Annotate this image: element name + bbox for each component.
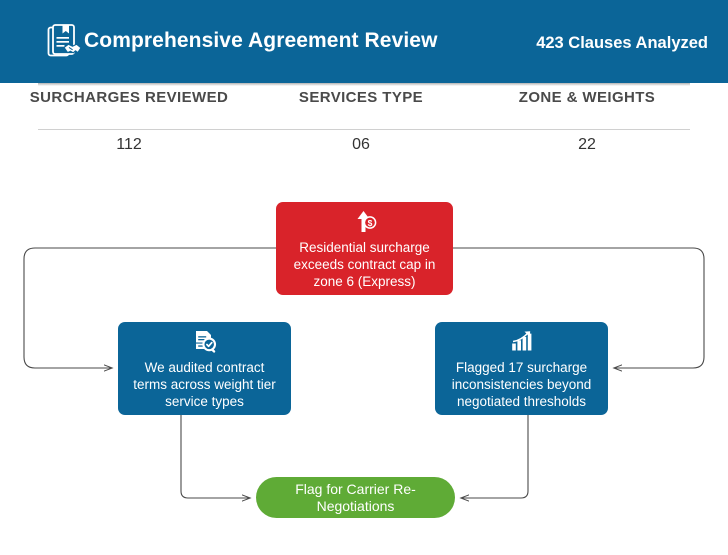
stats-divider: [38, 129, 690, 130]
stat-value: 06: [352, 136, 370, 153]
node-audit[interactable]: We audited contract terms across weight …: [118, 322, 291, 415]
header-bar: Comprehensive Agreement Review 423 Claus…: [0, 0, 728, 83]
bar-chart-up-icon: [509, 328, 535, 354]
contract-handshake-icon: [44, 22, 84, 62]
stat-label: SERVICES TYPE: [298, 89, 424, 106]
stat-label: ZONE & WEIGHTS: [518, 89, 656, 106]
node-flagged-text: Flagged 17 surcharge inconsistencies bey…: [451, 359, 592, 409]
stat-services-type: SERVICES TYPE 06: [258, 88, 464, 155]
edge-audit-to-outcome: [180, 415, 250, 498]
stat-zone-weights: ZONE & WEIGHTS 22: [464, 88, 710, 155]
stats-row: SURCHARGES REVIEWED 112 SERVICES TYPE 06…: [0, 88, 728, 168]
svg-text:$: $: [367, 218, 372, 228]
document-search-icon: [192, 328, 218, 354]
node-flagged[interactable]: Flagged 17 surcharge inconsistencies bey…: [435, 322, 608, 415]
node-alert[interactable]: $ Residential surcharge exceeds contract…: [276, 202, 453, 295]
clauses-analyzed-metric: 423 Clauses Analyzed: [536, 34, 708, 52]
stat-value: 22: [578, 136, 596, 153]
edge-alert-to-flagged: [453, 247, 705, 368]
page-title: Comprehensive Agreement Review: [84, 29, 438, 52]
edge-alert-to-audit: [23, 247, 276, 368]
node-outcome[interactable]: Flag for Carrier Re-Negotiations: [256, 477, 455, 518]
header-shadow: [38, 83, 690, 86]
node-alert-text: Residential surcharge exceeds contract c…: [293, 239, 436, 289]
arrow-up-dollar-icon: $: [352, 208, 378, 234]
stat-label: SURCHARGES REVIEWED: [29, 89, 229, 106]
node-audit-text: We audited contract terms across weight …: [133, 359, 276, 409]
node-outcome-text: Flag for Carrier Re-Negotiations: [295, 480, 416, 514]
stat-value: 112: [116, 136, 142, 153]
stat-surcharges-reviewed: SURCHARGES REVIEWED 112: [0, 88, 258, 155]
edge-flagged-to-outcome: [461, 415, 529, 498]
